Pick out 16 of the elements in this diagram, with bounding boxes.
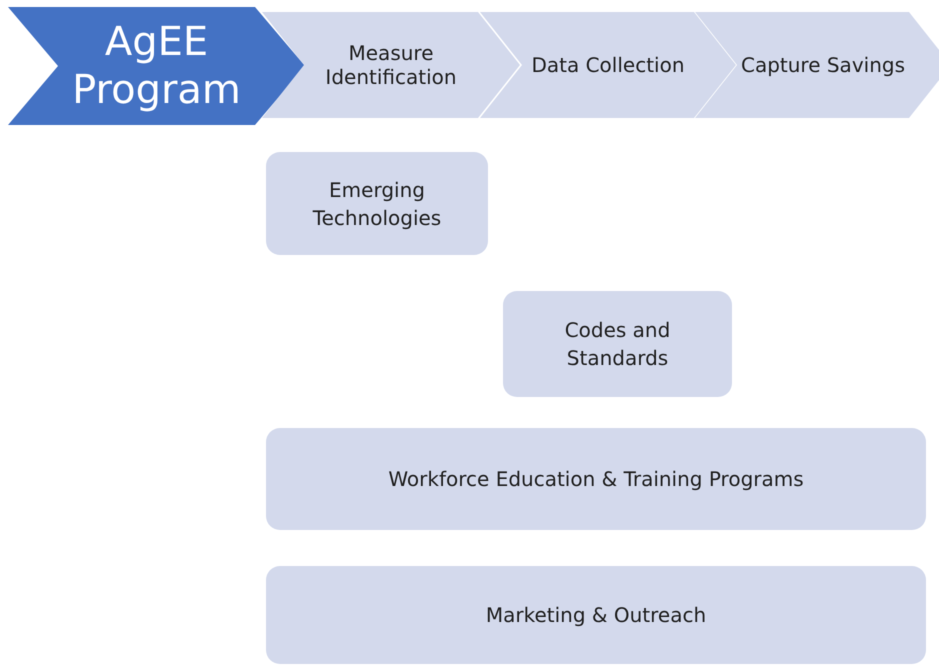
step-label: Capture Savings	[740, 53, 906, 77]
chevron-step	[8, 7, 305, 125]
rounded-box	[266, 152, 488, 255]
rounded-box	[266, 566, 926, 664]
rounded-box	[503, 291, 732, 397]
chevron-step	[262, 12, 520, 118]
chevron-step	[480, 12, 736, 118]
chevron-step	[695, 12, 939, 118]
step-label: AgEE Program	[71, 18, 242, 114]
box-label: Codes and Standards	[564, 317, 672, 372]
step-label: Measure Identification	[324, 41, 458, 89]
box-label: Marketing & Outreach	[486, 602, 706, 629]
rounded-box	[266, 428, 926, 530]
step-label: Data Collection	[530, 53, 686, 77]
box-label: Emerging Technologies	[312, 176, 442, 232]
box-label: Workforce Education & Training Programs	[388, 466, 804, 493]
